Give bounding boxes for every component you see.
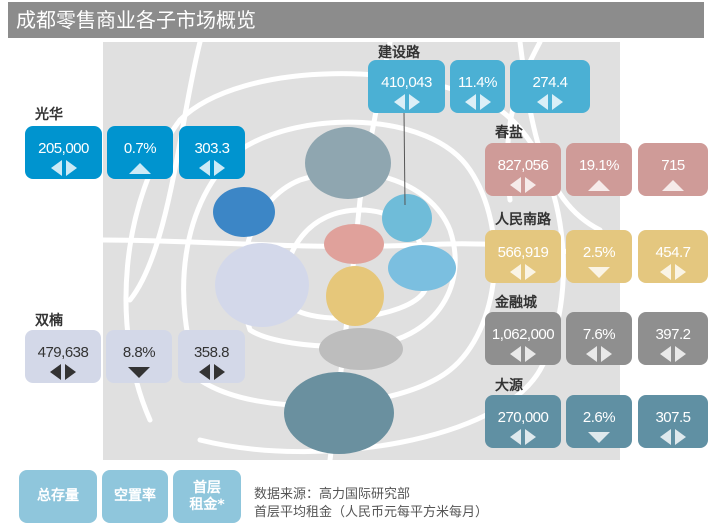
down-arrow-icon: [566, 264, 632, 280]
flat-arrows-icon: [638, 264, 708, 280]
tile-vacancy: 7.6%: [566, 312, 632, 365]
tile-total-stock: 566,919: [485, 230, 561, 283]
tile-value: 19.1%: [578, 157, 620, 174]
source-text: 数据来源：高力国际研究部: [254, 487, 411, 502]
tile-total-stock: 479,638: [25, 330, 101, 383]
tile-total-stock: 410,043: [368, 60, 445, 113]
flat-arrows-icon: [25, 160, 102, 176]
flat-arrows-icon: [566, 346, 632, 362]
flat-arrows-icon: [485, 346, 561, 362]
tile-value: 2.6%: [582, 409, 616, 426]
tile-value: 566,919: [497, 244, 549, 261]
bubble-finance-city: [388, 245, 456, 291]
tile-vacancy: 2.6%: [566, 395, 632, 448]
tile-rent: 358.8: [178, 330, 245, 383]
up-arrow-icon: [638, 177, 708, 193]
district-label: 光华: [35, 107, 63, 123]
tile-value: 8.8%: [122, 344, 156, 361]
down-arrow-icon: [566, 429, 632, 445]
flat-arrows-icon: [638, 346, 708, 362]
bubble-dayuan: [284, 372, 394, 454]
district-label: 人民南路: [495, 212, 551, 228]
tile-rent: 715: [638, 143, 708, 196]
flat-arrows-icon: [485, 264, 561, 280]
tile-rent: 397.2: [638, 312, 708, 365]
tile-value: 274.4: [532, 74, 568, 91]
district-label: 建设路: [378, 45, 420, 61]
tile-value: 397.2: [655, 326, 691, 343]
flat-arrows-icon: [485, 177, 561, 193]
district-label: 春盐: [495, 125, 523, 141]
up-arrow-icon: [566, 177, 632, 193]
tile-vacancy: 11.4%: [450, 60, 505, 113]
bubble-jianshelu: [382, 194, 432, 242]
tile-total-stock: 205,000: [25, 126, 102, 179]
bubble-jianshelu-area: [305, 127, 391, 199]
tile-value: 270,000: [497, 409, 549, 426]
page-title: 成都零售商业各子市场概览: [8, 2, 704, 38]
tile-value: 2.5%: [582, 244, 616, 261]
flat-arrows-icon: [485, 429, 561, 445]
bubble-chunyan: [324, 224, 384, 264]
up-arrow-icon: [107, 160, 173, 176]
legend-vacancy: 空置率: [102, 470, 168, 523]
tile-value: 0.7%: [123, 140, 157, 157]
tile-value: 715: [661, 157, 685, 174]
flat-arrows-icon: [179, 160, 245, 176]
bubble-shuangnan: [215, 243, 309, 327]
legend-rent: 首层 租金*: [173, 470, 241, 523]
tile-value: 7.6%: [582, 326, 616, 343]
tile-value: 827,056: [497, 157, 549, 174]
tile-vacancy: 0.7%: [107, 126, 173, 179]
tile-value: 410,043: [381, 74, 432, 91]
tile-total-stock: 1,062,000: [485, 312, 561, 365]
tile-value: 1,062,000: [491, 326, 555, 343]
flat-arrows-icon: [450, 94, 505, 110]
down-arrow-icon: [106, 364, 172, 380]
tile-rent: 303.3: [179, 126, 245, 179]
tile-value: 479,638: [37, 344, 89, 361]
tile-value: 303.3: [194, 140, 230, 157]
tile-total-stock: 270,000: [485, 395, 561, 448]
tile-vacancy: 19.1%: [566, 143, 632, 196]
legend-total-stock: 总存量: [19, 470, 97, 523]
tile-total-stock: 827,056: [485, 143, 561, 196]
tile-value: 307.5: [655, 409, 691, 426]
bubble-gray: [319, 328, 403, 370]
flat-arrows-icon: [638, 429, 708, 445]
tile-rent: 274.4: [510, 60, 590, 113]
flat-arrows-icon: [25, 364, 101, 380]
tile-rent: 454.7: [638, 230, 708, 283]
district-label: 金融城: [495, 295, 537, 311]
tile-vacancy: 2.5%: [566, 230, 632, 283]
tile-value: 205,000: [38, 140, 89, 157]
district-label: 大源: [495, 378, 523, 394]
tile-value: 11.4%: [458, 74, 497, 91]
bubble-renminnanlu: [326, 266, 384, 326]
flat-arrows-icon: [510, 94, 590, 110]
note-text: 首层平均租金（人民币元每平方米每月）: [254, 505, 489, 520]
flat-arrows-icon: [178, 364, 245, 380]
bubble-guanghua: [213, 187, 275, 237]
tile-value: 454.7: [655, 244, 691, 261]
tile-rent: 307.5: [638, 395, 708, 448]
district-label: 双楠: [35, 313, 63, 329]
flat-arrows-icon: [368, 94, 445, 110]
tile-value: 358.8: [193, 344, 230, 361]
tile-vacancy: 8.8%: [106, 330, 172, 383]
